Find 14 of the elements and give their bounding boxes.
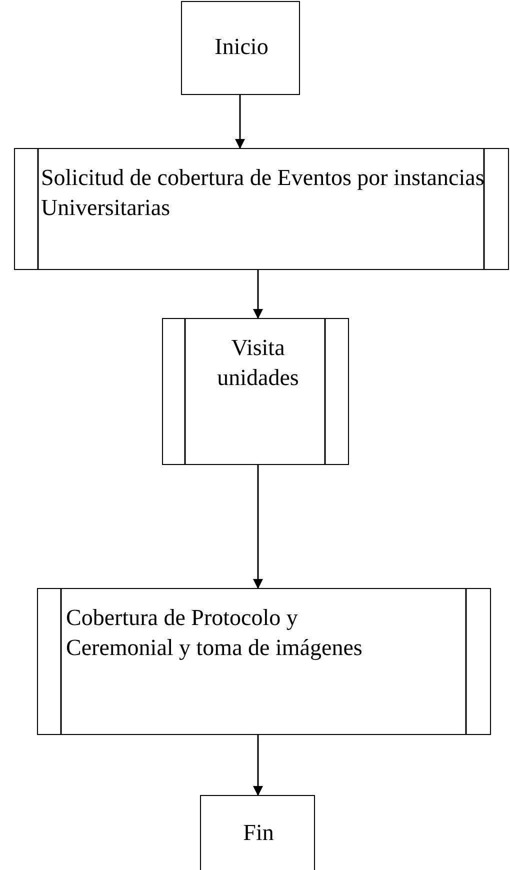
subprocess-box [14, 148, 509, 270]
node-label: Cobertura de Protocolo y Ceremonial y toma de imágenes [66, 604, 364, 662]
arrow [235, 95, 245, 149]
arrow [253, 270, 263, 319]
node-label: Inicio [214, 33, 270, 61]
terminal-box [181, 1, 300, 95]
terminal-box [200, 795, 315, 870]
node-label: Fin [242, 819, 275, 847]
subprocess-box [37, 588, 491, 735]
arrow [253, 735, 263, 796]
arrow [253, 465, 263, 589]
subprocess-box [162, 318, 349, 465]
node-label: Visita unidades [216, 334, 300, 392]
node-label: Solicitud de cobertura de Eventos por instancias Universitarias [41, 164, 486, 222]
